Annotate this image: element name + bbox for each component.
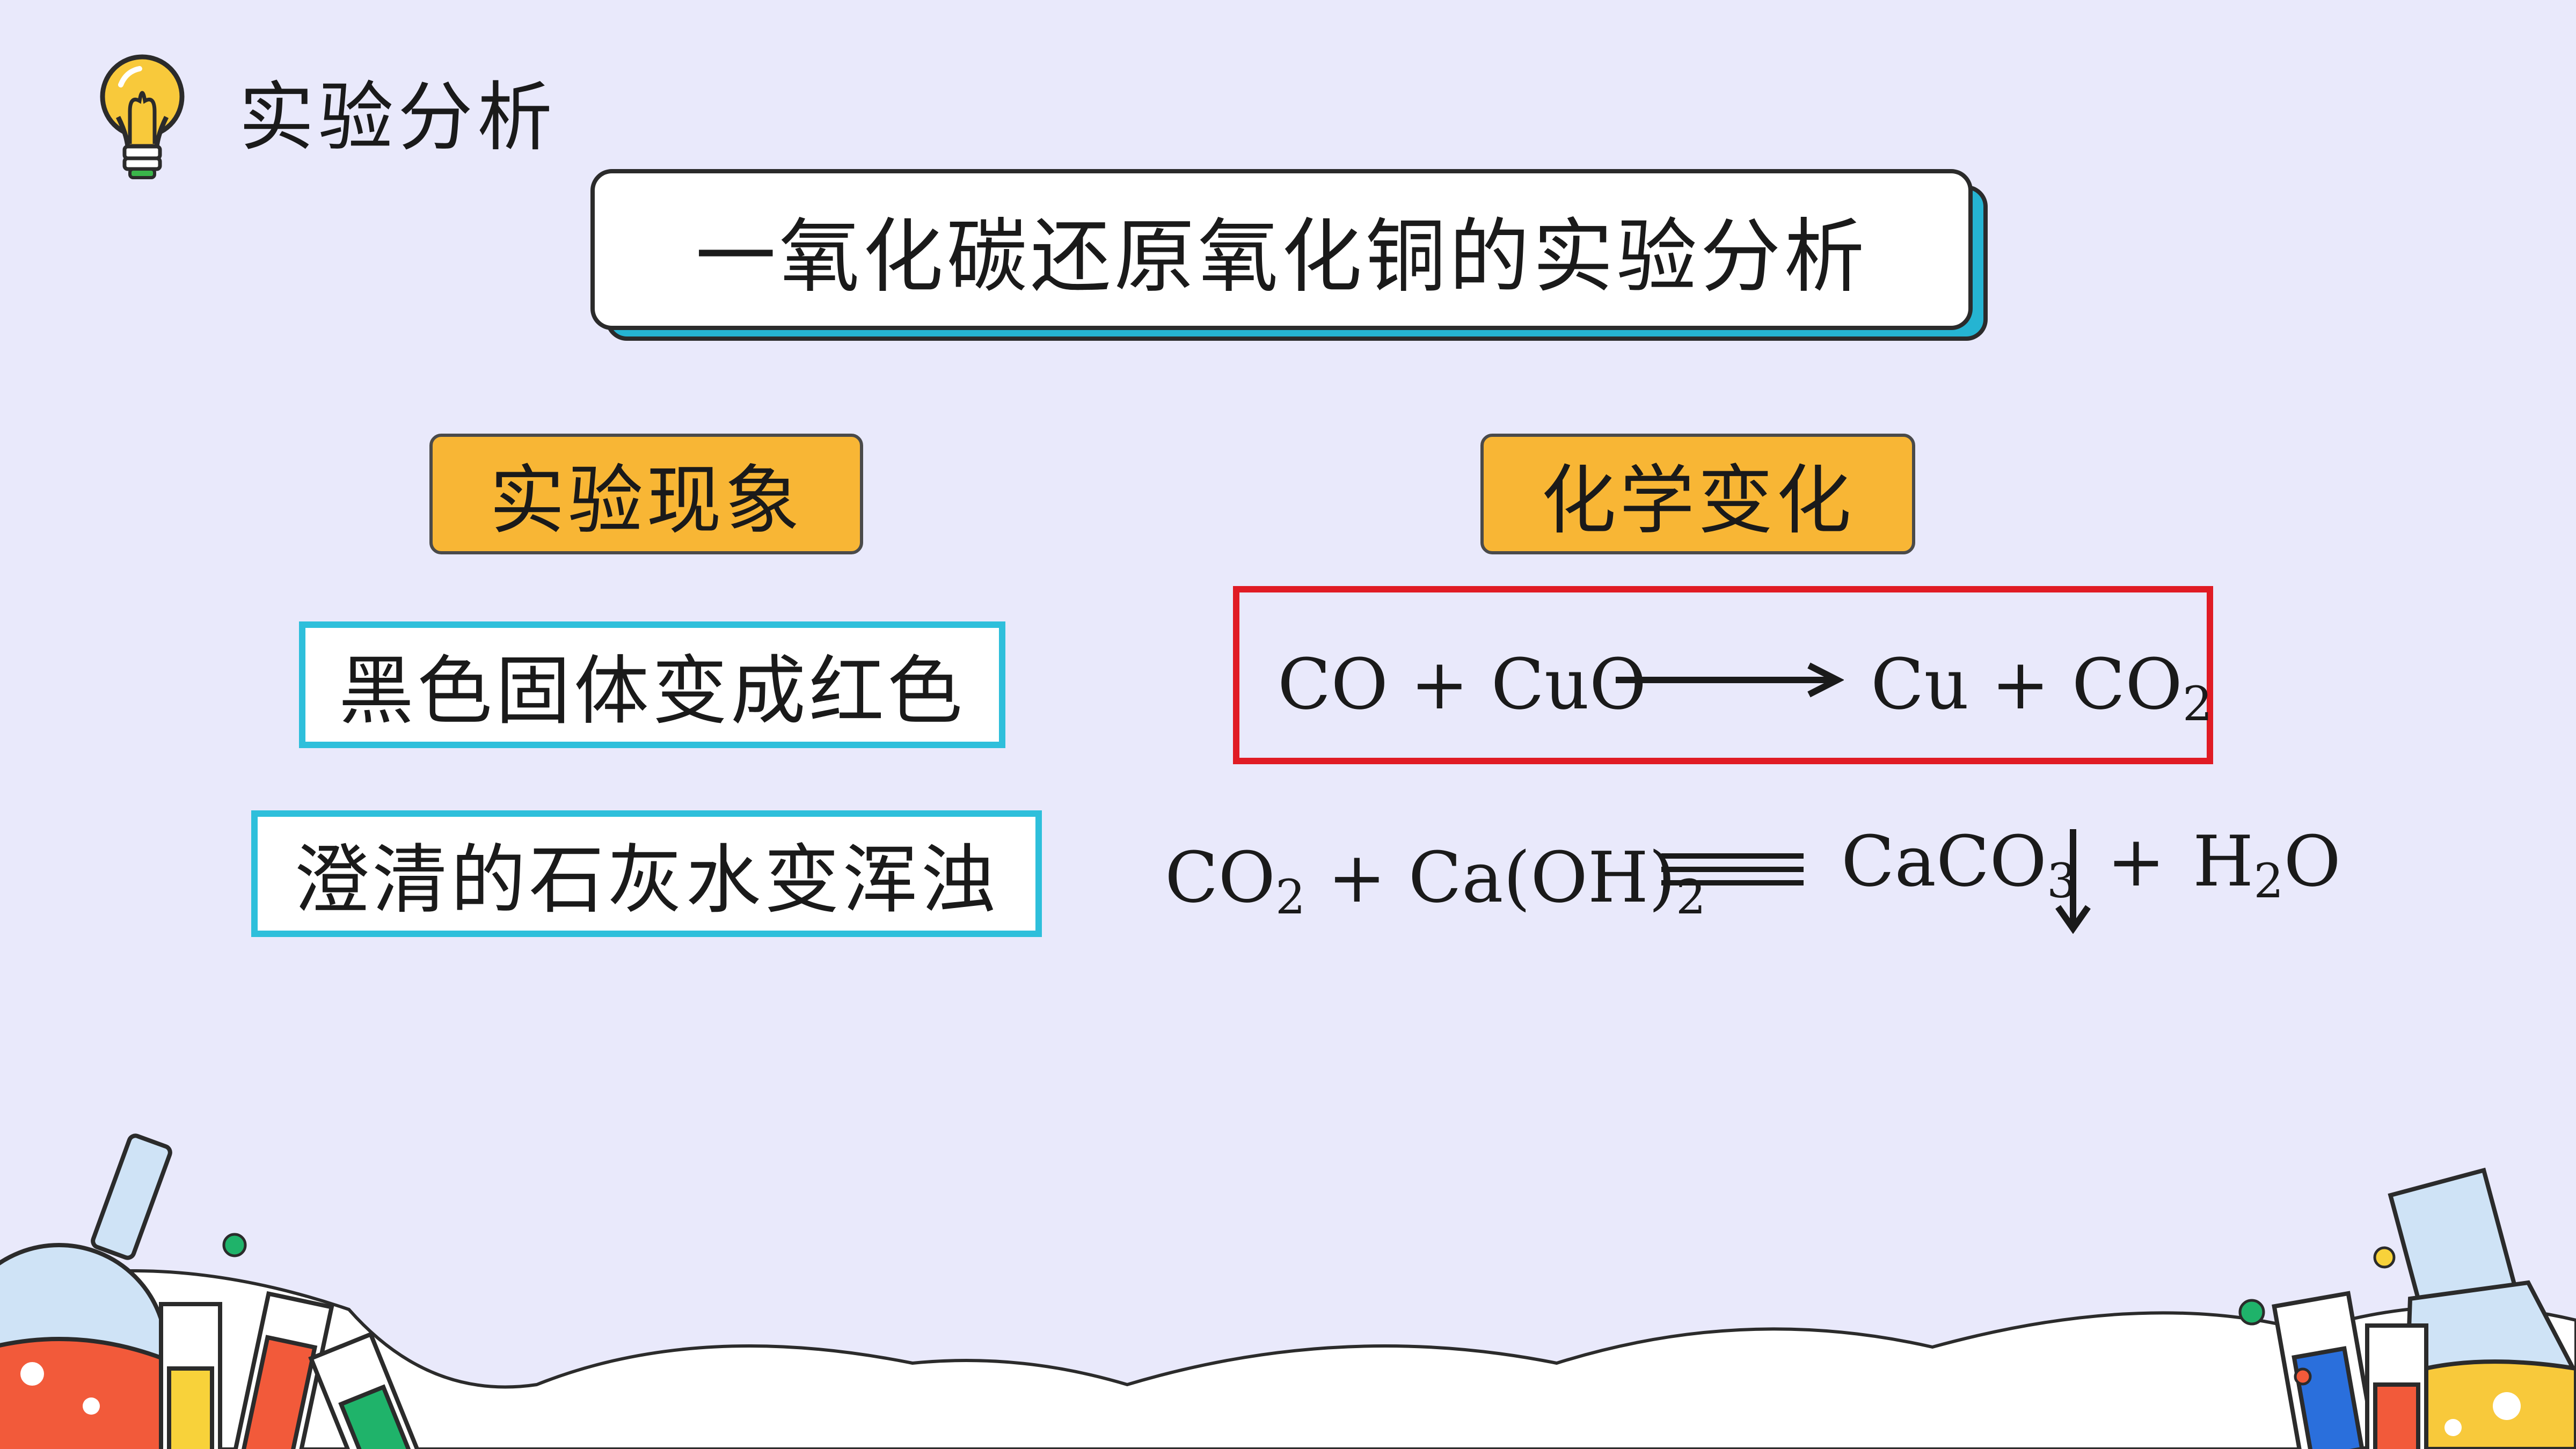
equation1-reactants: CO + CuO (1278, 643, 1647, 725)
phenomenon-item: 黑色固体变成红色 (299, 621, 1005, 748)
equals-sign (1661, 853, 1804, 885)
lightbulb-icon (100, 54, 185, 179)
precipitate-arrow-icon (2055, 829, 2091, 934)
equation2-reactants: CO2 + Ca(OH)2 (1165, 843, 1706, 921)
bottom-clouds (0, 1269, 2576, 1449)
page-title: 一氧化碳还原氧化铜的实验分析 (590, 169, 1973, 330)
subscript: 2 (2182, 676, 2213, 731)
equation2-text: CaCO (1841, 821, 2047, 902)
equation2-text: H (2193, 821, 2254, 902)
equation2-text: + Ca(OH) (1305, 837, 1676, 918)
equation2-plus: + (2107, 821, 2165, 902)
phenomenon-item: 澄清的石灰水变浑浊 (251, 810, 1042, 937)
tag-chemical-change: 化学变化 (1480, 434, 1915, 554)
equation2-text: O (2283, 821, 2341, 902)
equation2-product-caco3: CaCO3 (1841, 826, 2077, 905)
equation2-text: CO (1165, 837, 1276, 918)
equation1-products-text: Cu + CO (1871, 643, 2183, 725)
subscript: 2 (2253, 853, 2284, 909)
subscript: 2 (1275, 869, 1306, 925)
section-title: 实验分析 (239, 74, 557, 162)
lab-flasks-left-illustration (0, 1133, 426, 1449)
equation1-products: Cu + CO2 (1871, 649, 2213, 728)
lab-flasks-right-illustration (2238, 1167, 2576, 1449)
tag-phenomenon: 实验现象 (429, 434, 863, 554)
equation2-product-water: H2O (2193, 826, 2341, 905)
equation-highlight-box (1233, 586, 2213, 764)
reaction-arrow (1616, 662, 1844, 698)
